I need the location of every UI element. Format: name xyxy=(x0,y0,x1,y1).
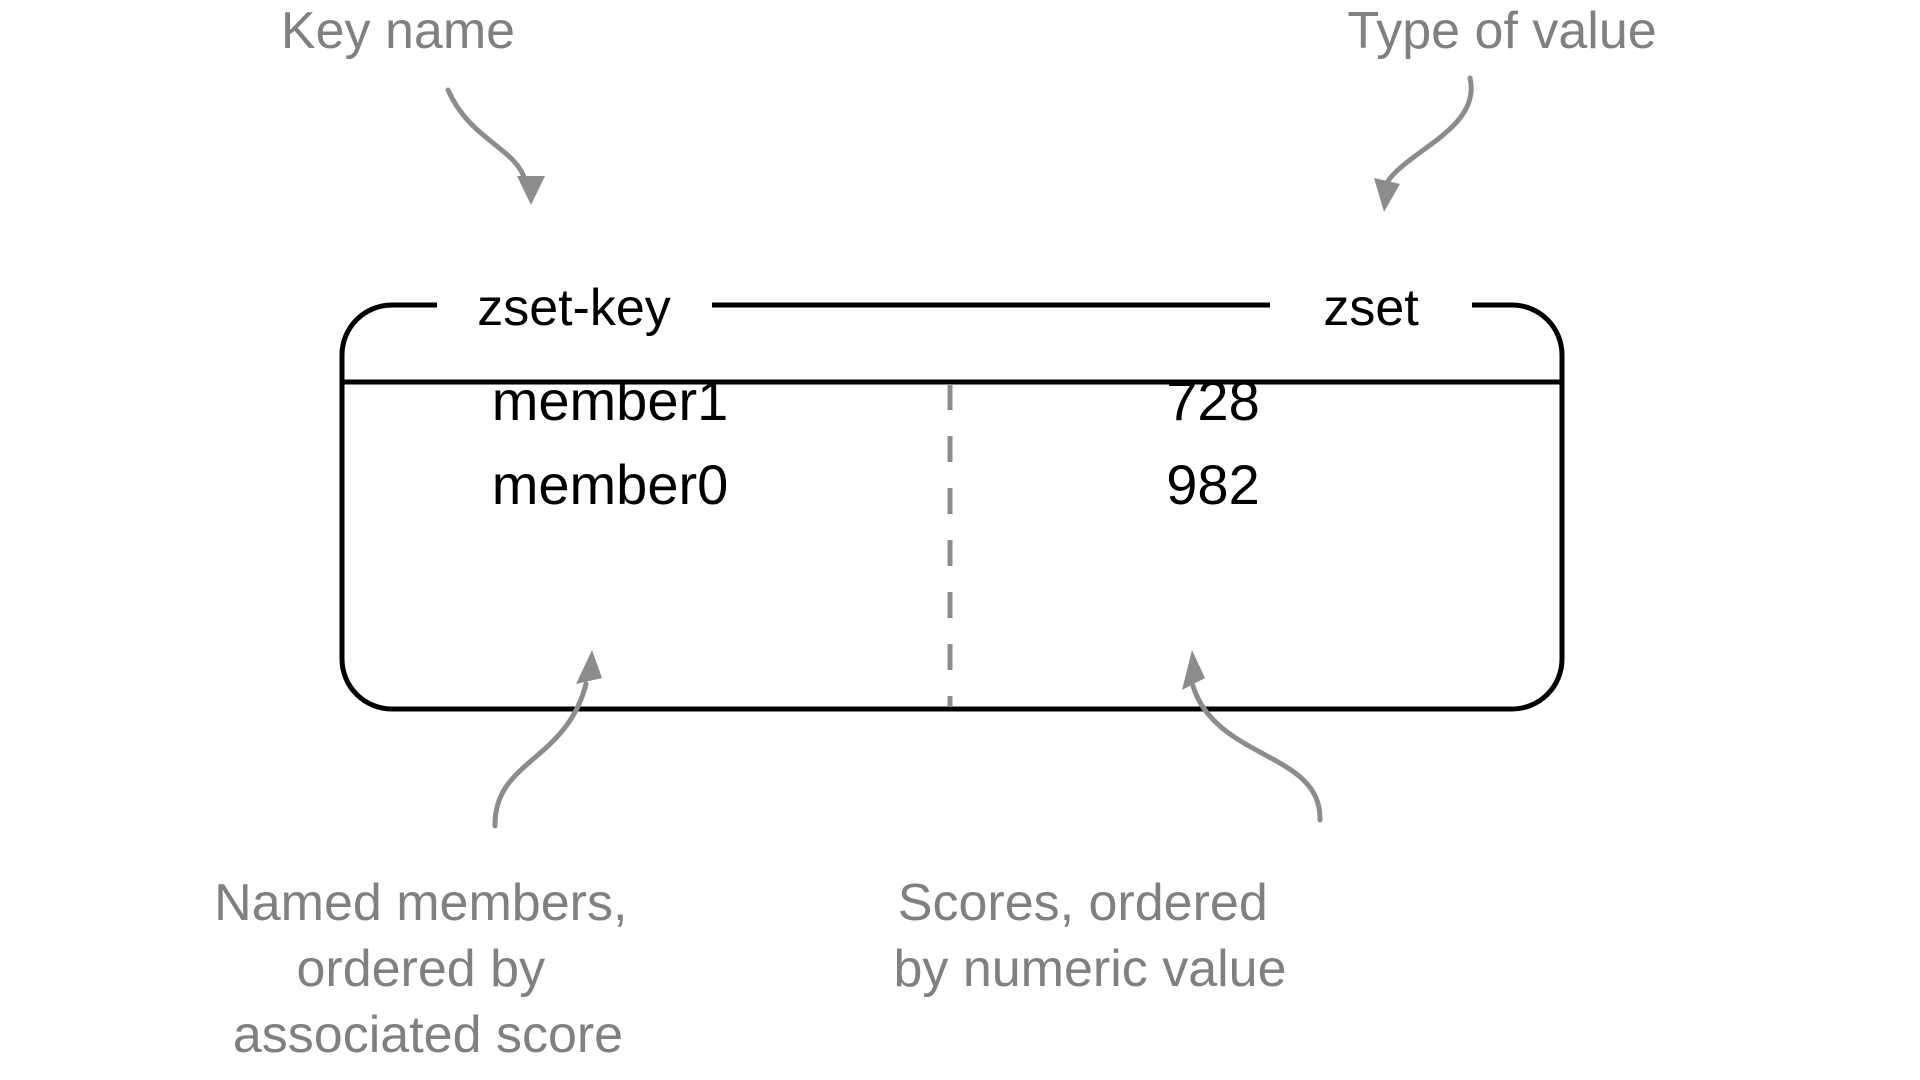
annotation-key-name: Key name xyxy=(281,2,515,60)
arrow-scores-path xyxy=(1190,683,1323,823)
annotation-line: Named members, xyxy=(214,874,627,932)
value-type-label: zset xyxy=(1323,279,1419,337)
arrow-type-of-value-head xyxy=(1374,178,1400,212)
annotation-type-of-value: Type of value xyxy=(1347,2,1656,60)
arrow-key-name-head xyxy=(517,176,545,205)
member-cell: member1 xyxy=(492,369,729,432)
annotation-scores: Scores, ordered by numeric value xyxy=(893,874,1286,998)
score-cell: 728 xyxy=(1166,369,1259,432)
box-outline-bottom xyxy=(339,658,1565,712)
arrow-scores-head xyxy=(1182,650,1205,690)
member-cell: member0 xyxy=(492,453,729,516)
annotation-line: by numeric value xyxy=(893,940,1286,998)
box-outline-top-left xyxy=(339,302,437,659)
annotation-line: associated score xyxy=(233,1006,623,1064)
annotation-line: Scores, ordered xyxy=(898,874,1268,932)
arrow-named-members-path xyxy=(492,681,589,829)
box-outline-top-right xyxy=(1472,302,1565,659)
key-name-label: zset-key xyxy=(477,279,671,337)
arrow-key-name-path xyxy=(445,87,528,183)
annotation-line: ordered by xyxy=(296,940,545,998)
annotation-named-members: Named members, ordered by associated sco… xyxy=(214,874,642,1064)
score-cell: 982 xyxy=(1166,453,1259,516)
arrow-type-of-value-path xyxy=(1382,75,1474,189)
arrow-named-members-head xyxy=(576,650,602,684)
